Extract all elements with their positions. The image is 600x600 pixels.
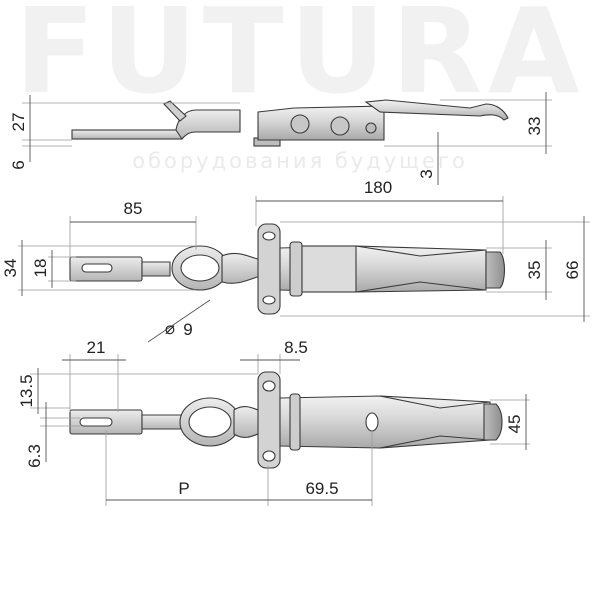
dim-180: 180 [364, 178, 392, 197]
dim-9: 9 [183, 320, 192, 339]
side-rivet [365, 122, 377, 134]
dim-6: 6 [9, 160, 28, 169]
dim-3: 3 [417, 169, 436, 178]
side-pivot-2 [330, 116, 350, 136]
dim-34: 34 [1, 259, 20, 278]
top1-strap-slot [81, 263, 113, 273]
side-lever [364, 99, 509, 121]
watermark-slogan: оборудования будущего [132, 149, 468, 173]
side-hook-tip [163, 100, 187, 122]
dim-21: 21 [87, 338, 106, 357]
top-view-open [69, 371, 503, 469]
dim-18: 18 [31, 259, 50, 278]
top1-neck [141, 261, 171, 277]
top1-lever-cap [485, 251, 506, 289]
dim-27: 27 [9, 113, 28, 132]
top1-ring-tail [221, 252, 261, 284]
top2-body [279, 395, 491, 449]
dim-66: 66 [563, 261, 582, 280]
side-strap [71, 129, 183, 140]
side-view [71, 99, 509, 147]
watermark-brand: FUTURA [15, 0, 586, 120]
dim-13-5: 13.5 [17, 374, 36, 407]
dim-85: 85 [124, 199, 143, 218]
dim-diameter-symbol: ⌀ [165, 319, 175, 338]
side-hook [175, 109, 241, 140]
side-view-dimensions: 27 6 33 3 [9, 92, 552, 185]
watermark: FUTURA оборудования будущего [15, 0, 586, 173]
dim-69-5: 69.5 [305, 479, 338, 498]
top-view-open-dimensions: 21 8.5 13.5 6.3 45 P 69.5 [17, 338, 530, 506]
top2-lever-cap [483, 403, 503, 441]
dim-6-3: 6.3 [25, 444, 44, 468]
side-body [257, 105, 385, 141]
top2-strap-slot [79, 417, 113, 427]
dim-35: 35 [525, 261, 544, 280]
dim-33: 33 [525, 117, 544, 136]
dim-P: P [178, 479, 189, 498]
side-pivot-1 [290, 114, 310, 134]
dim-8-5: 8.5 [284, 338, 308, 357]
dim-45: 45 [505, 415, 524, 434]
top-view-closed-dimensions: 180 85 34 18 35 66 ⌀ 9 [1, 178, 590, 343]
top-view-closed [69, 223, 506, 315]
